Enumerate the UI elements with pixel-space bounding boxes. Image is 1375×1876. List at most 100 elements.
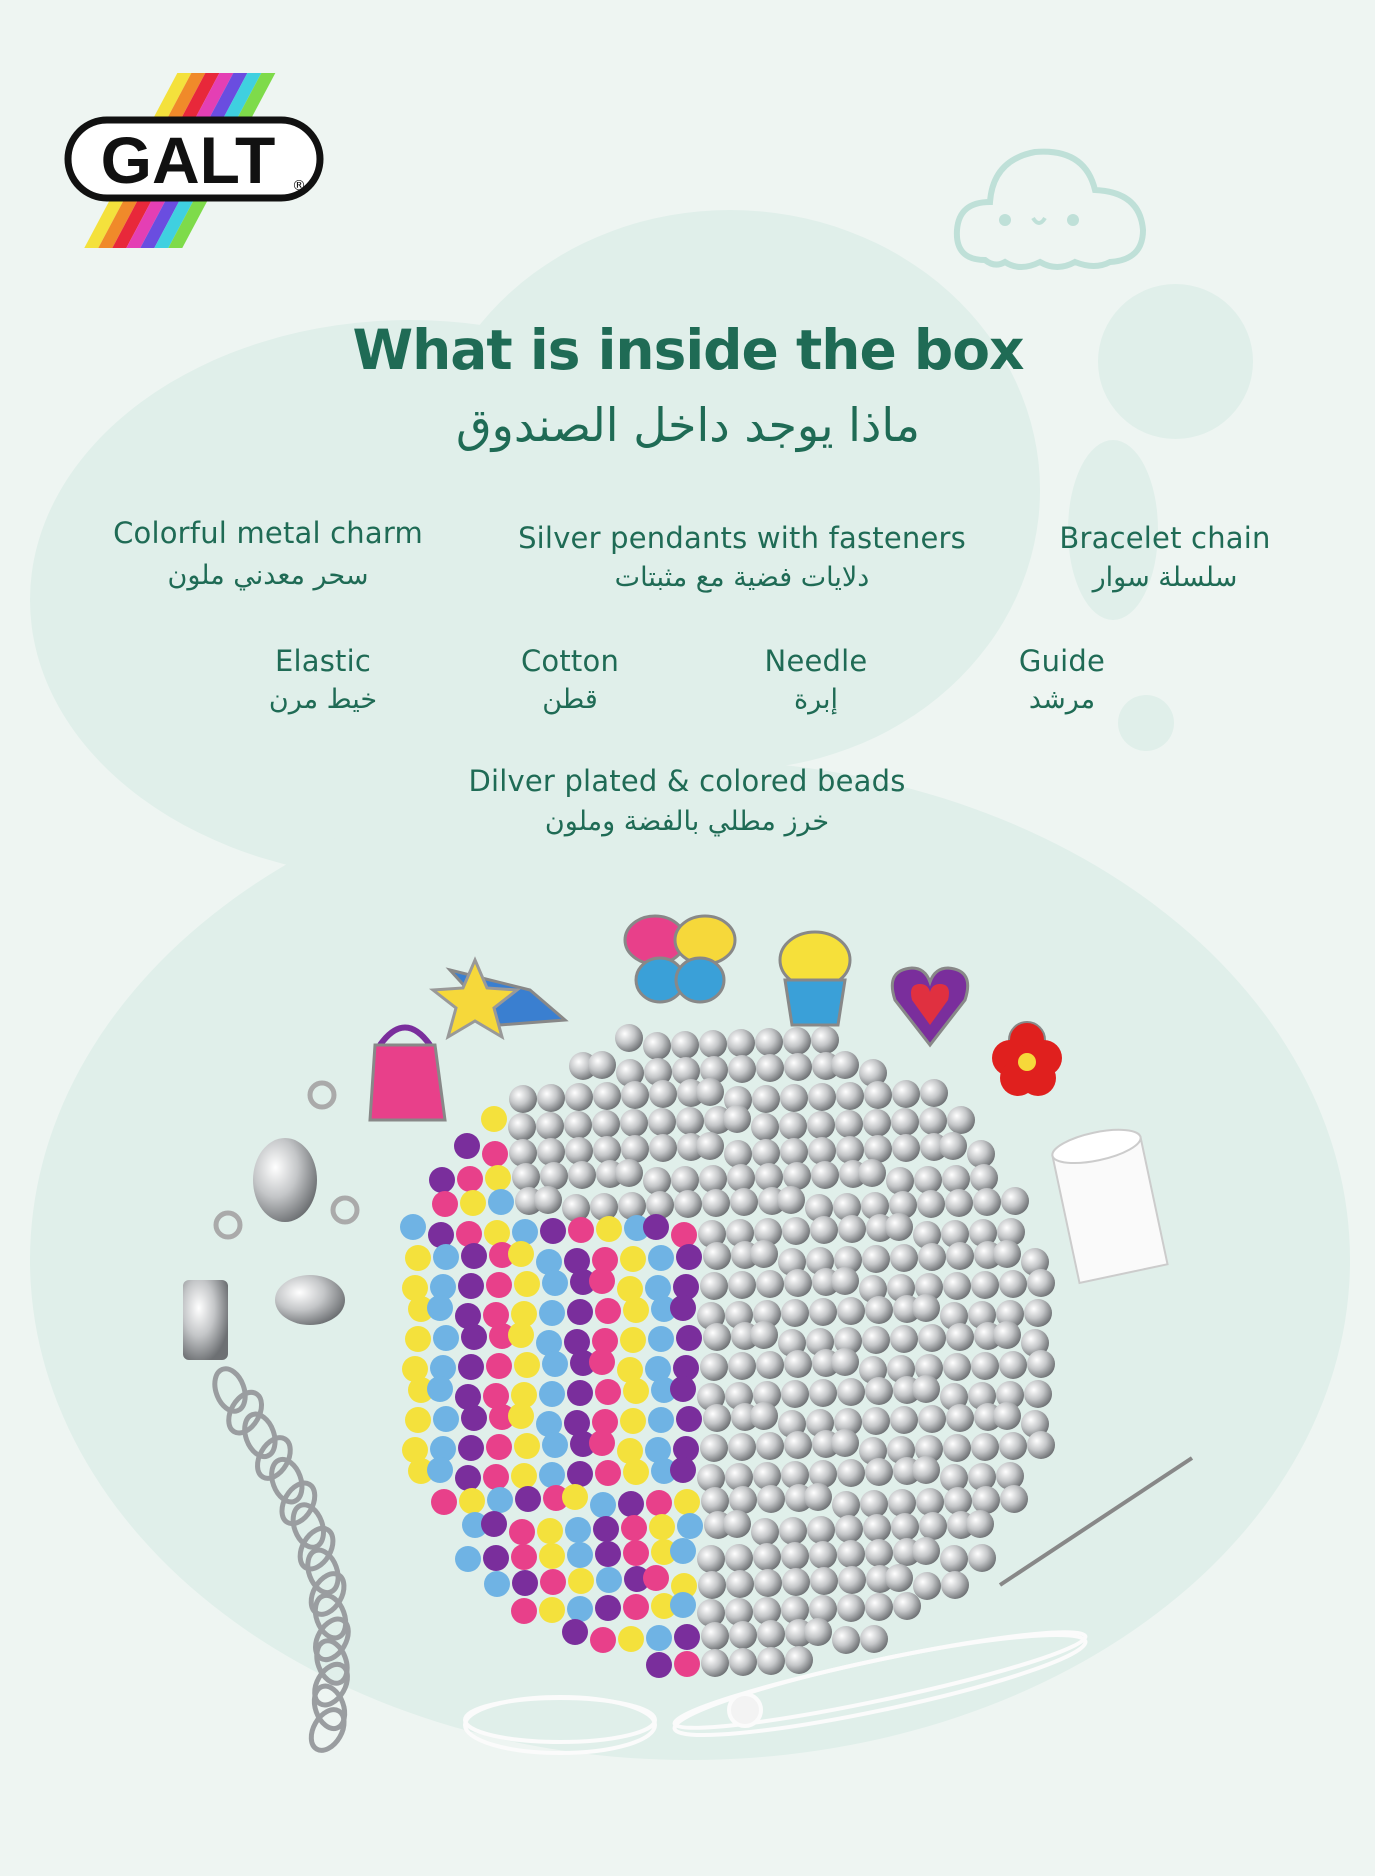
colored-bead [484, 1220, 510, 1246]
colored-bead [508, 1403, 534, 1429]
colored-bead [427, 1457, 453, 1483]
colored-bead [673, 1355, 699, 1381]
silver-bead [697, 1464, 725, 1492]
chain-link [312, 1592, 349, 1641]
colored-bead [428, 1222, 454, 1248]
silver-bead [967, 1140, 995, 1168]
silver-bead [887, 1274, 915, 1302]
silver-bead [564, 1111, 592, 1139]
chain-link [255, 1435, 293, 1481]
colored-bead [536, 1249, 562, 1275]
colored-bead [460, 1190, 486, 1216]
colored-bead [539, 1300, 565, 1326]
silver-bead [1024, 1380, 1052, 1408]
silver-bead [831, 1051, 859, 1079]
silver-bead [993, 1321, 1021, 1349]
silver-bead [616, 1059, 644, 1087]
silver-bead [891, 1513, 919, 1541]
silver-bead [999, 1432, 1027, 1460]
colored-bead [400, 1214, 426, 1240]
colored-bead [456, 1221, 482, 1247]
colored-bead [618, 1491, 644, 1517]
silver-bead [913, 1221, 941, 1249]
item-label: Needle [764, 644, 868, 678]
colored-bead [592, 1247, 618, 1273]
silver-bead [863, 1514, 891, 1542]
silver-bead [912, 1375, 940, 1403]
colored-bead [508, 1322, 534, 1348]
silver-bead [671, 1031, 699, 1059]
colored-bead [511, 1598, 537, 1624]
colored-bead [543, 1485, 569, 1511]
colored-bead [589, 1430, 615, 1456]
silver-bead [860, 1490, 888, 1518]
silver-bead [887, 1355, 915, 1383]
silver-bead [723, 1510, 751, 1538]
silver-bead [939, 1132, 967, 1160]
silver-bead [593, 1082, 621, 1110]
cotton-spool [1051, 1128, 1169, 1285]
colored-bead [405, 1407, 431, 1433]
colored-bead [540, 1218, 566, 1244]
silver-bead [912, 1294, 940, 1322]
silver-bead [646, 1191, 674, 1219]
silver-bead [724, 1140, 752, 1168]
silver-bead [809, 1541, 837, 1569]
item-label-arabic: سلسلة سوار [1092, 562, 1238, 593]
silver-bead [781, 1299, 809, 1327]
colored-bead [408, 1458, 434, 1484]
silver-bead [588, 1051, 616, 1079]
colored-bead [621, 1515, 647, 1541]
colored-bead [536, 1330, 562, 1356]
colored-bead [482, 1141, 508, 1167]
silver-bead [808, 1083, 836, 1111]
silver-bead [1001, 1187, 1029, 1215]
silver-bead [918, 1243, 946, 1271]
silver-bead [837, 1459, 865, 1487]
silver-bead [834, 1327, 862, 1355]
colored-bead [618, 1626, 644, 1652]
silver-bead [940, 1302, 968, 1330]
colored-bead [455, 1465, 481, 1491]
colored-bead [484, 1571, 510, 1597]
item-label-arabic: قطن [542, 684, 598, 715]
colored-bead [677, 1513, 703, 1539]
galt-logo: GALT ® [64, 73, 324, 248]
elastic-bundle [463, 1630, 1088, 1755]
colored-bead [676, 1325, 702, 1351]
colored-bead [670, 1538, 696, 1564]
colored-bead [539, 1543, 565, 1569]
silver-bead [809, 1298, 837, 1326]
item-label: Guide [1018, 644, 1106, 678]
silver-bead [512, 1163, 540, 1191]
item-label-arabic: إبرة [793, 684, 839, 715]
silver-bead [540, 1162, 568, 1190]
silver-bead [858, 1159, 886, 1187]
colored-bead [402, 1275, 428, 1301]
product-contents-image [183, 914, 1194, 1755]
silver-bead [752, 1085, 780, 1113]
chain-link [312, 1661, 350, 1708]
silver-bead [781, 1461, 809, 1489]
colored-bead [509, 1519, 535, 1545]
silver-bead [700, 1272, 728, 1300]
colored-bead [595, 1595, 621, 1621]
silver-bead [726, 1219, 754, 1247]
chain-link [242, 1411, 278, 1460]
silver-bead [753, 1462, 781, 1490]
silver-bead [621, 1135, 649, 1163]
silver-bead [536, 1112, 564, 1140]
silver-bead [996, 1462, 1024, 1490]
colored-bead [592, 1409, 618, 1435]
chain-link [313, 1616, 351, 1663]
colored-bead [674, 1651, 700, 1677]
colored-bead [402, 1437, 428, 1463]
silver-bead [865, 1539, 893, 1567]
colored-bead [432, 1191, 458, 1217]
silver-bead [887, 1436, 915, 1464]
silver-bead [696, 1078, 724, 1106]
silver-bead [778, 1410, 806, 1438]
silver-bead [943, 1272, 971, 1300]
silver-bead [890, 1325, 918, 1353]
silver-bead [757, 1647, 785, 1675]
